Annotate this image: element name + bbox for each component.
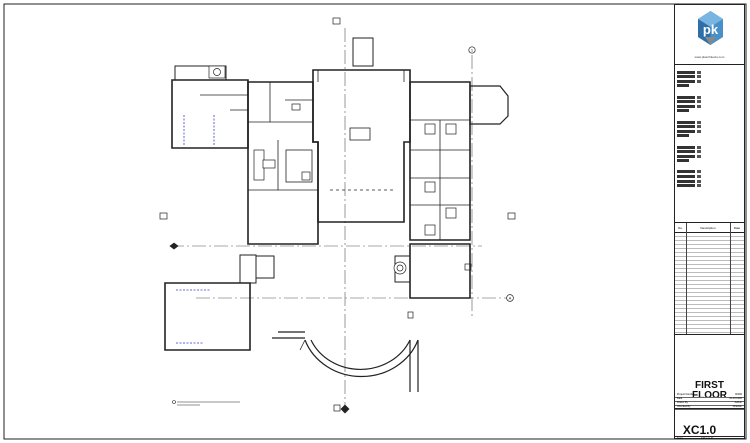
grid-bubble-1-label: 1 <box>471 47 474 52</box>
consultant-info-lines <box>677 69 743 189</box>
sheet-title-line1: FIRST <box>695 380 724 391</box>
revision-table-header: No. Description Date <box>675 223 744 233</box>
sheet-border <box>3 3 747 440</box>
title-block: pk www.pkarchitects.com No. Description … <box>674 4 745 440</box>
rev-col-no: No. <box>678 225 683 230</box>
graphic-scale <box>172 400 240 406</box>
grid-bubble-1: 1 <box>468 46 476 54</box>
rev-col-date: Date <box>733 225 741 230</box>
revision-table: No. Description Date <box>675 223 744 335</box>
grid-bubble-a-label: A <box>509 296 512 301</box>
accent-lines <box>176 115 215 344</box>
section-markers <box>159 17 516 414</box>
company-logo: pk <box>698 11 723 45</box>
rev-col-description: Description <box>700 225 716 230</box>
sheet-title: FIRST FLOOR <box>675 381 744 401</box>
website-text: www.pkarchitects.com <box>694 55 725 59</box>
fixtures <box>208 65 457 275</box>
grid-bubble-a: A <box>506 294 514 302</box>
scale-row: Scale 1/8" = 1'-0" <box>675 436 744 441</box>
building-walls <box>164 37 509 351</box>
curved-terrace <box>272 331 419 392</box>
grid-lines <box>170 28 508 405</box>
sheet-title-line2: FLOOR <box>692 390 727 401</box>
logo-text: pk <box>703 22 719 37</box>
logo-area: pk www.pkarchitects.com <box>675 5 744 65</box>
sheet-number: XC1.0 <box>682 423 717 437</box>
sheet-number-area: XC1.0 Scale 1/8" = 1'-0" <box>675 409 744 440</box>
project-info-area <box>675 65 744 223</box>
interior-partitions <box>200 70 470 351</box>
